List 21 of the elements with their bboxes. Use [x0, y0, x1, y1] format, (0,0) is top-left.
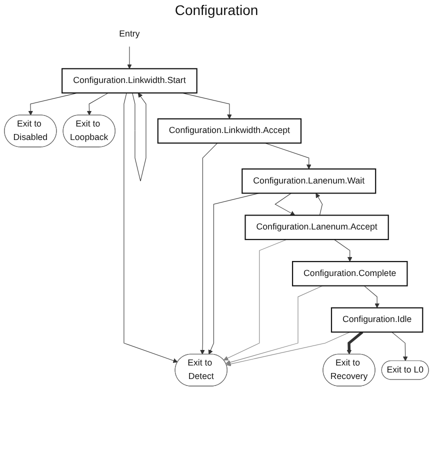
arrow	[127, 46, 132, 69]
arrow	[226, 332, 350, 366]
node-box: Configuration.Lanenum.Wait	[242, 168, 376, 194]
arrow	[316, 193, 323, 216]
node-box: Configuration.Linkwidth.Start	[62, 68, 198, 94]
arrow	[200, 142, 218, 355]
arrow	[132, 92, 146, 182]
arrow	[346, 331, 364, 355]
node-box: Configuration.Lanenum.Accept	[244, 214, 389, 240]
arrow	[364, 286, 380, 308]
arrow	[124, 92, 178, 363]
node-box: Configuration.Linkwidth.Accept	[157, 118, 302, 144]
node-box: Configuration.Idle	[330, 307, 424, 333]
arrow	[392, 332, 408, 362]
diagram-title: Configuration	[174, 2, 258, 18]
node-box: Configuration.Complete	[292, 261, 408, 286]
node-text: Entry	[119, 30, 140, 39]
arrow	[274, 192, 296, 216]
arrow	[226, 286, 323, 365]
arrow	[334, 239, 352, 262]
arrow	[86, 92, 109, 116]
